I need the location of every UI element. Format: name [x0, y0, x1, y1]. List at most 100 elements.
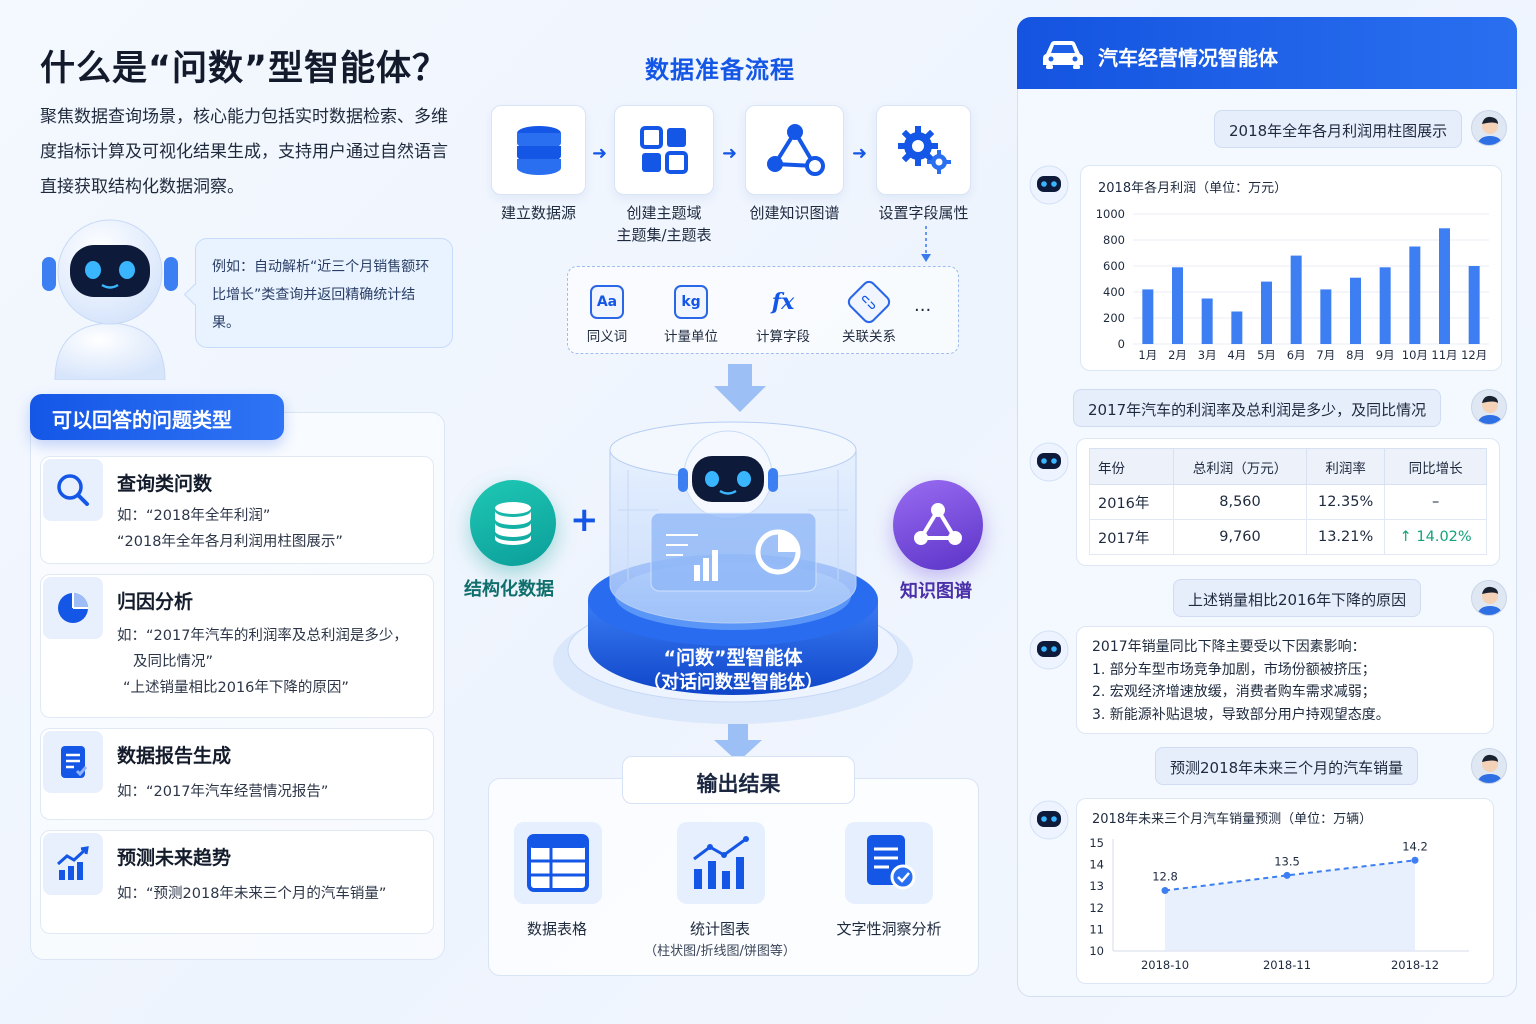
chart-title: 2018年各月利润（单位：万元） [1098, 180, 1287, 196]
output-chart[interactable] [677, 822, 765, 904]
step-datasource[interactable] [491, 105, 586, 195]
data-label: 13.5 [1274, 854, 1300, 868]
table-header: 总利润（万元） [1173, 448, 1307, 485]
reason-card [1076, 626, 1494, 734]
trend-icon [43, 833, 103, 895]
reason-line: 2017年销量同比下降主要受以下因素影响： [1092, 639, 1366, 655]
bar [1231, 311, 1243, 344]
attr-relation[interactable]: ⊂⊃关联关系 [836, 277, 902, 345]
bar [1142, 289, 1154, 344]
user-avatar-icon [1471, 580, 1507, 616]
chat-header [1017, 17, 1517, 89]
x-tick-label: 3月 [1198, 348, 1217, 362]
table-icon [527, 834, 589, 892]
data-point [1283, 871, 1291, 879]
bar [1379, 267, 1391, 344]
type-card-report[interactable]: 数据报告生成 如：“2017年汽车经营情况报告” [40, 728, 434, 820]
x-tick-label: 8月 [1346, 348, 1365, 362]
user-avatar-icon [1471, 748, 1507, 784]
table-header: 年份 [1088, 448, 1175, 485]
bot-avatar-icon [1029, 630, 1069, 670]
type-title: 归因分析 [117, 591, 194, 613]
report-icon [43, 731, 103, 793]
user-message: 上述销量相比2016年下降的原因 [1173, 579, 1422, 617]
bar [1261, 281, 1272, 344]
bar [1439, 228, 1450, 344]
table-row: 2016年 8,560 12.35% – [1088, 484, 1487, 520]
search-icon [43, 459, 103, 521]
plus-icon: + [570, 500, 599, 540]
link-icon: ⊂⊃ [844, 277, 894, 327]
table-cell: 12.35% [1305, 484, 1386, 520]
data-label: 14.2 [1402, 839, 1428, 853]
table-cell: 8,560 [1173, 484, 1307, 520]
sales-forecast-line-chart: 2018年未来三个月汽车销量预测（单位：万辆） 10111213141512.8… [1089, 811, 1469, 972]
table-cell: 13.21% [1305, 519, 1386, 555]
data-label: 12.8 [1152, 870, 1178, 884]
user-message: 2017年汽车的利润率及总利润是多少，及同比情况 [1073, 389, 1442, 427]
bar [1468, 266, 1480, 344]
type-example: 如：“2017年汽车的利润率及总利润是多少， [117, 628, 408, 644]
question-types-header: 可以回答的问题类型 [30, 394, 284, 440]
reason-text: 2017年销量同比下降主要受以下因素影响： 1. 部分车型市场竞争加剧，市场份额… [1092, 636, 1390, 726]
formula-icon: fx [771, 289, 795, 315]
output-label: 数据表格 [526, 920, 587, 938]
table-cell: 2016年 [1088, 484, 1175, 520]
output-title: 输出结果 [622, 756, 855, 804]
x-tick-label: 2018-11 [1263, 958, 1311, 972]
table-cell: 9,760 [1173, 519, 1307, 555]
dashed-arrow-down-icon [921, 226, 931, 262]
step-field-attributes[interactable] [876, 105, 971, 195]
knowledge-graph-label: 知识图谱 [900, 581, 972, 602]
arrow-right-icon: ➜ [722, 143, 738, 164]
y-tick-label: 10 [1089, 944, 1104, 958]
x-tick-label: 2018-10 [1141, 958, 1189, 972]
x-tick-label: 7月 [1316, 348, 1335, 362]
arrow-right-icon: ➜ [592, 143, 608, 164]
bar [1350, 277, 1361, 344]
x-tick-label: 2月 [1168, 348, 1187, 362]
type-example: 及同比情况” [133, 654, 214, 670]
type-card-attribution[interactable]: 归因分析 如：“2017年汽车的利润率及总利润是多少， 及同比情况” “上述销量… [40, 574, 434, 718]
chart-title: 2018年未来三个月汽车销量预测（单位：万辆） [1092, 811, 1372, 827]
bar-line-chart-icon [693, 836, 749, 889]
car-icon [1043, 41, 1083, 69]
database-icon [516, 126, 561, 175]
step-knowledge-graph[interactable] [745, 105, 844, 195]
bar [1409, 246, 1421, 344]
flow-title: 数据准备流程 [645, 56, 795, 84]
type-title: 预测未来趋势 [117, 847, 232, 869]
area-fill [1165, 860, 1415, 951]
y-tick-label: 11 [1089, 922, 1104, 936]
structured-data-icon[interactable] [470, 480, 556, 566]
output-table[interactable] [514, 822, 602, 904]
type-example: 如：“2017年汽车经营情况报告” [117, 784, 329, 800]
type-card-query[interactable]: 查询类问数 如：“2018年全年利润” “2018年全年各月利润用柱图展示” [40, 456, 434, 564]
y-tick-label: 1000 [1096, 207, 1125, 221]
reason-line: 2. 宏观经济增速放缓，消费者购车需求减弱； [1092, 684, 1376, 700]
intro-text: 聚焦数据查询场景，核心能力包括实时数据检索、多维度指标计算及可视化结果生成，支持… [40, 107, 448, 197]
agent-name: “问数”型智能体 [663, 647, 803, 669]
table-row: 2017年 9,760 13.21% ↑ 14.02% [1088, 519, 1487, 555]
profit-table: 年份 总利润（万元） 利润率 同比增长 2016年 8,560 12.35% –… [1088, 448, 1487, 555]
type-example: 如：“2018年全年利润” [117, 508, 271, 524]
user-message: 预测2018年未来三个月的汽车销量 [1155, 747, 1419, 785]
step-label-sub: 主题集/主题表 [616, 226, 712, 244]
bot-avatar-icon [1029, 800, 1069, 840]
type-card-forecast[interactable]: 预测未来趋势 如：“预测2018年未来三个月的汽车销量” [40, 830, 434, 934]
step-topic-domain[interactable] [614, 105, 714, 195]
y-tick-label: 12 [1089, 901, 1104, 915]
page-title: 什么是“问数”型智能体？ [40, 49, 449, 89]
output-insight[interactable] [845, 822, 933, 904]
knowledge-graph-icon[interactable] [893, 480, 983, 570]
down-arrow-icon [714, 724, 762, 762]
document-analysis-icon [867, 835, 916, 890]
x-tick-label: 10月 [1402, 348, 1428, 362]
x-tick-label: 5月 [1257, 348, 1276, 362]
type-title: 查询类问数 [117, 473, 213, 495]
